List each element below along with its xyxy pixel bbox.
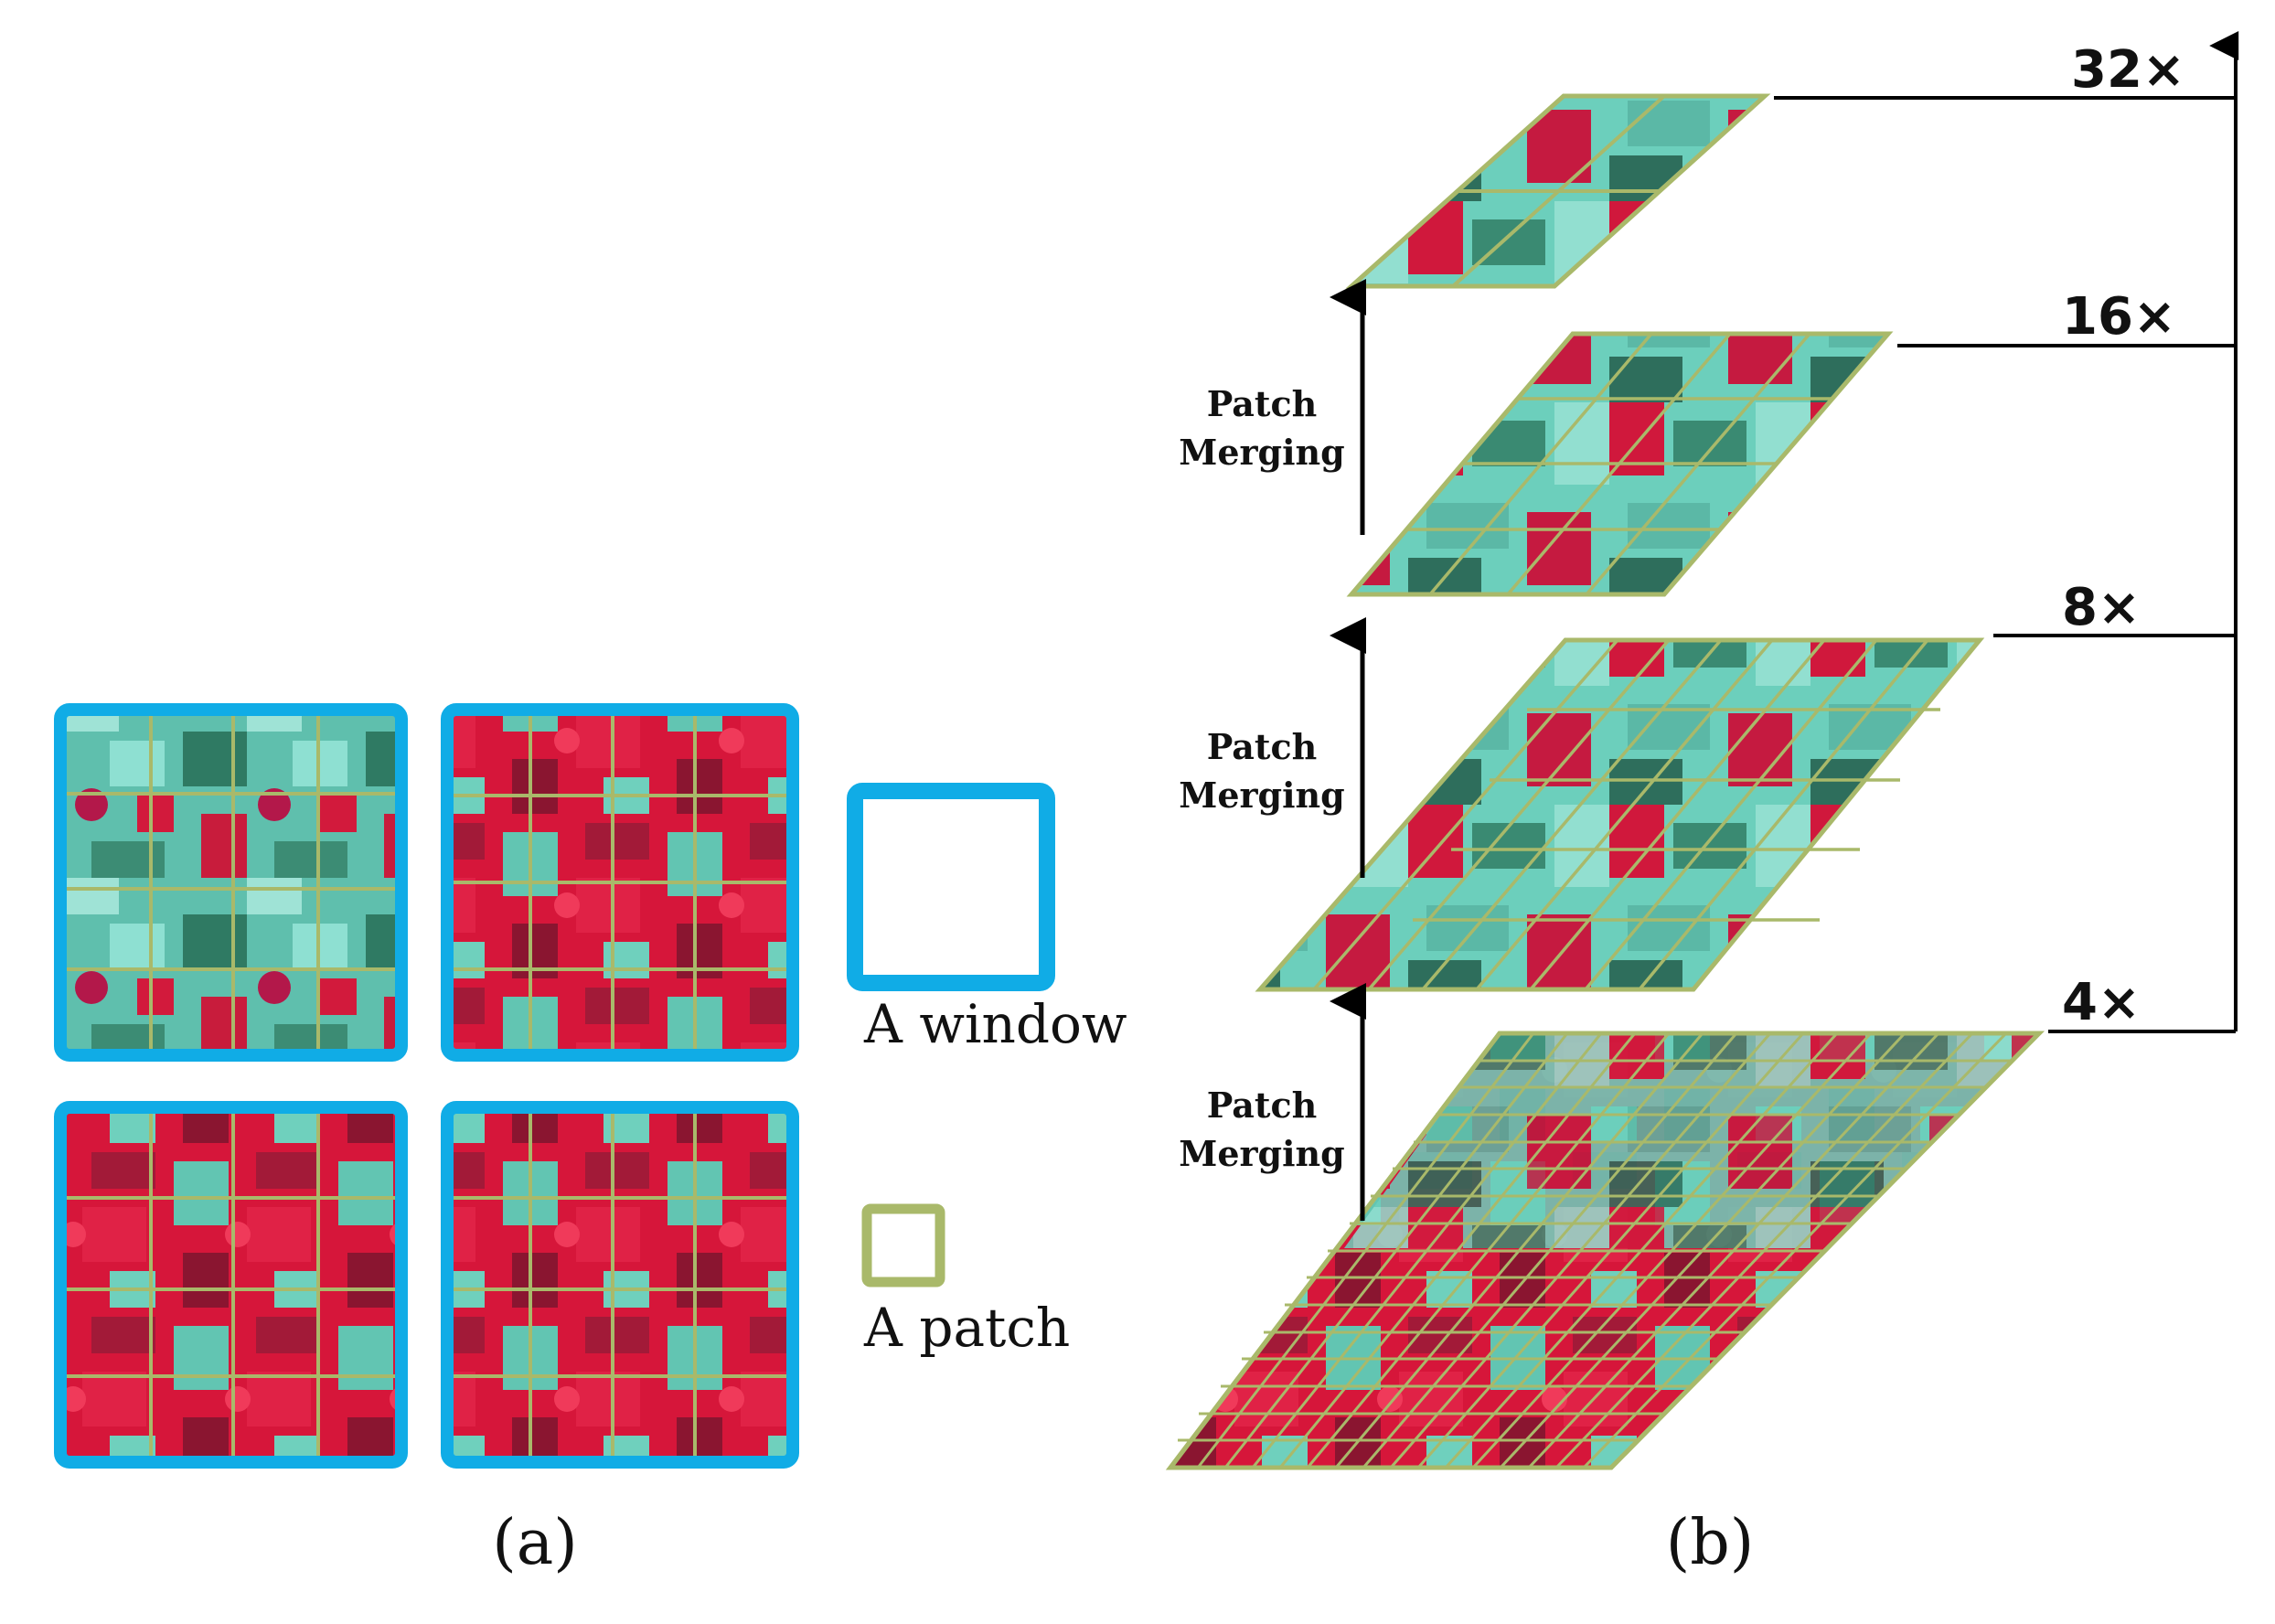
patch-grid-2 <box>451 713 789 1052</box>
feature-map-3-grid <box>1406 332 1832 596</box>
legend-patch-label: A patch <box>863 1297 1070 1359</box>
merge-label-2-line1: Patch <box>1207 726 1318 767</box>
window-1-image <box>60 710 401 1055</box>
panel-b-hierarchy: Patch Merging Patch Merging Patch Mergin… <box>1165 31 2239 1579</box>
legend-patch-swatch <box>861 1203 945 1287</box>
merge-label-3-line1: Patch <box>1207 383 1318 424</box>
merge-label-2-line2: Merging <box>1179 775 1344 816</box>
window-3-border <box>54 1101 408 1469</box>
feature-map-stage-3 <box>1346 331 1894 597</box>
scale-label-4x: 4× <box>2062 973 2141 1032</box>
scale-label-16x: 16× <box>2062 287 2176 347</box>
feature-map-stage-4 <box>1345 93 1771 289</box>
window-tile-1 <box>54 703 408 1062</box>
window-3-image <box>60 1107 401 1462</box>
feature-map-1-border <box>1165 1031 2045 1470</box>
window-4-image <box>447 1107 793 1462</box>
patch-grid-1 <box>64 713 398 1052</box>
window-2-border <box>441 703 799 1062</box>
scale-label-8x: 8× <box>2062 578 2141 637</box>
scale-connectors <box>1774 31 2239 1033</box>
window-tile-4 <box>441 1101 799 1469</box>
window-4-border <box>441 1101 799 1469</box>
legend-window-label: A window <box>863 993 1127 1055</box>
window-1-border <box>54 703 408 1062</box>
feature-map-2-grid <box>1312 638 1940 991</box>
feature-map-2 <box>1255 637 1985 992</box>
patch-grid-3 <box>64 1111 398 1458</box>
window-tile-2 <box>441 703 799 1062</box>
feature-map-stage-2 <box>1255 637 1985 992</box>
merge-label-1-line2: Merging <box>1179 1133 1344 1174</box>
panel-a-windows: A window A patch (a) <box>54 703 1127 1579</box>
feature-map-stage-1 <box>1165 1031 2045 1470</box>
caption-b: (b) <box>1666 1507 1755 1579</box>
caption-a: (a) <box>492 1507 578 1579</box>
merge-label-3-line2: Merging <box>1179 432 1344 473</box>
feature-map-1-grid <box>1178 1031 2012 1469</box>
merge-label-1-line1: Patch <box>1207 1084 1318 1126</box>
feature-map-4-grid <box>1451 94 1666 288</box>
patch-grid-4 <box>451 1111 789 1458</box>
window-tile-3 <box>54 1101 408 1469</box>
legend-window-swatch <box>847 783 1055 991</box>
scale-label-32x: 32× <box>2071 40 2185 100</box>
